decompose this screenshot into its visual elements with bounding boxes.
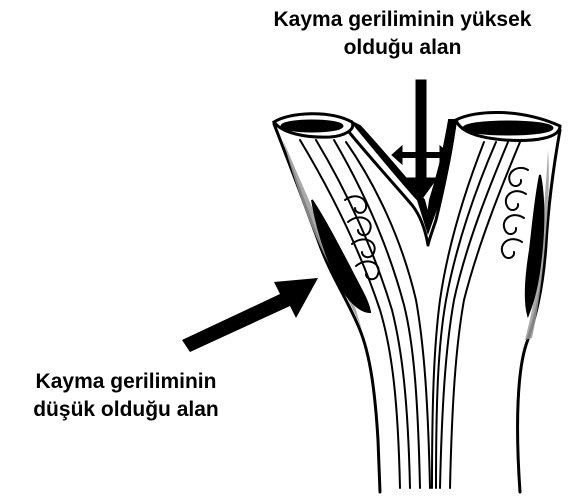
low-shear-arrow-icon (182, 278, 318, 352)
high-shear-label-line2: olduğu alan (240, 34, 565, 62)
low-shear-area-label: Kayma geriliminin düşük olduğu alan (0, 368, 252, 424)
high-shear-label-line1: Kayma geriliminin yüksek (240, 6, 565, 34)
low-shear-label-line2: düşük olduğu alan (0, 396, 252, 424)
low-shear-label-line1: Kayma geriliminin (0, 368, 252, 396)
high-shear-area-label: Kayma geriliminin yüksek olduğu alan (240, 6, 565, 62)
